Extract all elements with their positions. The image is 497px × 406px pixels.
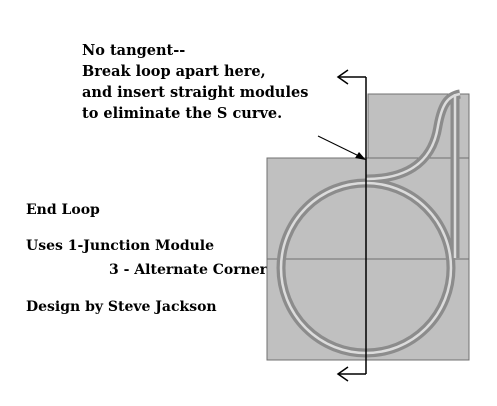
leader-arrowhead xyxy=(355,152,366,160)
design-credit: Design by Steve Jackson xyxy=(26,299,217,315)
uses-line-2: 3 - Alternate Corners xyxy=(109,262,275,278)
annotation-line-4: to eliminate the S curve. xyxy=(82,105,282,122)
layout-title: End Loop xyxy=(26,202,100,218)
track-s-curve-rail xyxy=(365,92,461,181)
uses-line-1: Uses 1-Junction Module xyxy=(26,238,214,254)
leader-line xyxy=(317,135,362,158)
annotation-line-3: and insert straight modules xyxy=(82,84,308,101)
break-arrow-top-head xyxy=(336,69,349,85)
junction-module xyxy=(266,157,470,260)
annotation-leader xyxy=(317,135,366,160)
annotation-line-1: No tangent-- xyxy=(82,42,185,59)
break-arrow-bottom-head xyxy=(336,366,349,382)
break-marker xyxy=(336,69,367,382)
annotation-line-2: Break loop apart here, xyxy=(82,63,266,80)
